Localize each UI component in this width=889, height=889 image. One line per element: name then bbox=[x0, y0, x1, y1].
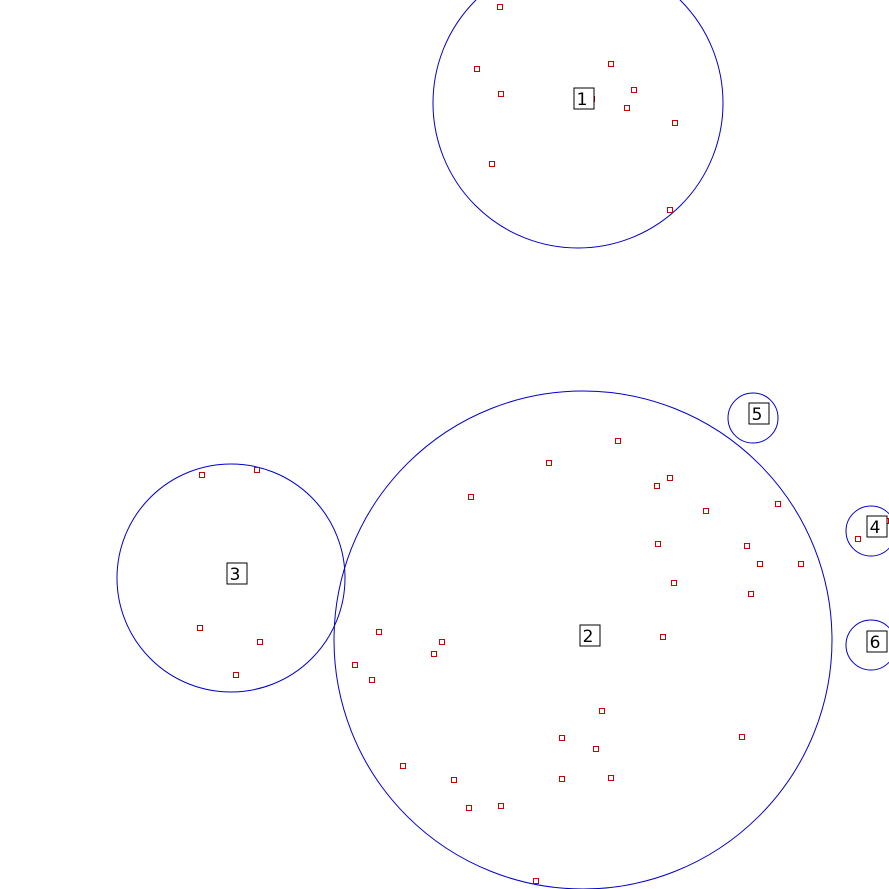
cluster-label: 4 bbox=[870, 518, 881, 538]
data-point bbox=[497, 4, 503, 10]
cluster-label: 2 bbox=[583, 627, 594, 647]
cluster-label: 3 bbox=[230, 565, 241, 585]
data-point bbox=[671, 580, 677, 586]
data-point bbox=[439, 639, 445, 645]
data-point bbox=[667, 207, 673, 213]
cluster-label-box bbox=[573, 87, 595, 110]
data-point bbox=[233, 672, 239, 678]
data-point bbox=[431, 651, 437, 657]
data-point bbox=[546, 460, 552, 466]
data-point bbox=[660, 634, 666, 640]
data-point bbox=[855, 536, 861, 542]
data-point bbox=[672, 120, 678, 126]
cluster-circle-5 bbox=[727, 392, 779, 444]
cluster-label-box bbox=[579, 624, 601, 647]
data-point bbox=[369, 677, 375, 683]
data-point bbox=[489, 161, 495, 167]
data-point bbox=[376, 629, 382, 635]
data-point bbox=[615, 438, 621, 444]
cluster-circle-4 bbox=[845, 505, 889, 557]
cluster-circle-3 bbox=[116, 463, 346, 693]
cluster-labels: 1 2 3 4 5 6 bbox=[226, 87, 888, 653]
data-point bbox=[199, 472, 205, 478]
data-point bbox=[254, 467, 260, 473]
data-point bbox=[798, 561, 804, 567]
data-point bbox=[498, 91, 504, 97]
cluster-label-box bbox=[226, 562, 248, 585]
data-point bbox=[624, 105, 630, 111]
data-point bbox=[599, 708, 605, 714]
data-point bbox=[352, 662, 358, 668]
data-point bbox=[608, 775, 614, 781]
data-point bbox=[757, 561, 763, 567]
cluster-circle-1 bbox=[432, 0, 724, 249]
data-point bbox=[533, 878, 539, 884]
data-point bbox=[739, 734, 745, 740]
cluster-circle-6 bbox=[845, 619, 889, 671]
data-point bbox=[654, 483, 660, 489]
cluster-label-box bbox=[748, 402, 770, 425]
data-point bbox=[197, 625, 203, 631]
cluster-label: 5 bbox=[752, 405, 763, 425]
data-point bbox=[474, 66, 480, 72]
data-point bbox=[631, 87, 637, 93]
data-point bbox=[451, 777, 457, 783]
data-point bbox=[703, 508, 709, 514]
data-point bbox=[466, 805, 472, 811]
data-point bbox=[498, 803, 504, 809]
data-point bbox=[257, 639, 263, 645]
data-point bbox=[400, 763, 406, 769]
data-point bbox=[559, 776, 565, 782]
cluster-label-box bbox=[866, 630, 888, 653]
data-point bbox=[667, 475, 673, 481]
data-point bbox=[655, 541, 661, 547]
data-points bbox=[197, 4, 889, 884]
data-point bbox=[593, 746, 599, 752]
data-point bbox=[468, 494, 474, 500]
cluster-label-box bbox=[866, 515, 888, 538]
data-point bbox=[608, 61, 614, 67]
data-point bbox=[559, 735, 565, 741]
cluster-circles bbox=[116, 0, 889, 889]
cluster-circle-2 bbox=[333, 390, 833, 889]
data-point bbox=[744, 543, 750, 549]
cluster-label: 1 bbox=[577, 90, 588, 110]
data-point bbox=[775, 501, 781, 507]
data-point bbox=[748, 591, 754, 597]
cluster-label: 6 bbox=[870, 633, 881, 653]
